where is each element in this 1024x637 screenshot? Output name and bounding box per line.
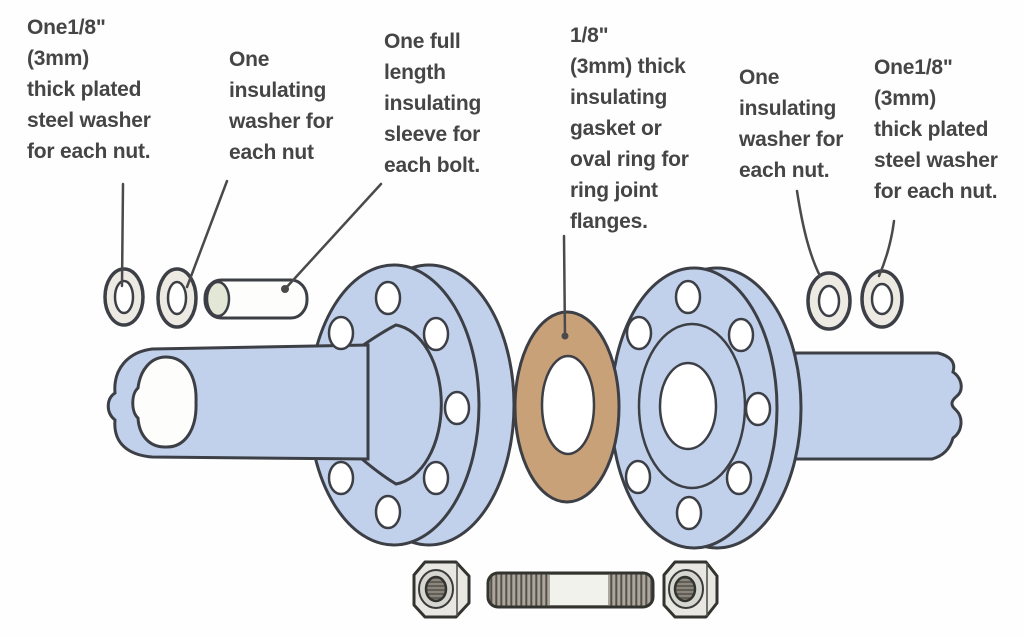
plated-steel-washer-right [860, 269, 904, 329]
hex-nut-left [412, 560, 471, 619]
left-flange-hub [360, 323, 443, 486]
stud-sections [488, 573, 653, 607]
right-pipe-body [793, 351, 963, 461]
gasket-bore [540, 354, 596, 456]
bolt-hole [625, 315, 653, 351]
washer-hole [166, 280, 188, 316]
bolt-hole [327, 460, 355, 496]
washer-hole [870, 282, 894, 316]
hex-nut-right [662, 560, 719, 619]
bolt-hole [374, 494, 402, 530]
insulating-washer-left [156, 267, 198, 329]
insulating-sleeve [203, 278, 309, 320]
right-flange-bolt-holes [624, 279, 772, 531]
left-flange-bolt-holes [327, 280, 471, 530]
stud-thread-left [488, 573, 550, 607]
insulating-washer-right [806, 271, 852, 331]
right-pipe [793, 351, 963, 461]
bolt-hole [422, 460, 450, 496]
label-insulating-washer-left: One insulating washer for each nut [229, 48, 334, 164]
bolt-hole [327, 315, 355, 351]
leader-gasket [562, 234, 567, 340]
label-steel-washer-left: One1/8" (3mm) thick plated steel washer … [27, 16, 151, 163]
leader-sleeve [283, 182, 383, 291]
bolt-hole [674, 279, 702, 315]
right-flange [609, 266, 803, 550]
plated-steel-washer-left [103, 267, 145, 327]
sleeve-opening [205, 280, 231, 318]
label-steel-washer-right: One1/8" (3mm) thick plated steel washer … [874, 56, 998, 203]
bolt-hole [744, 391, 772, 427]
insulating-gasket [513, 310, 621, 504]
stud-smooth-center [550, 575, 608, 605]
label-insulating-sleeve: One full length insulating sleeve for ea… [384, 30, 482, 177]
label-insulating-washer-right: One insulating washer for each nut. [739, 66, 844, 182]
leader-steel-washer-left [120, 182, 125, 288]
stud-thread-right [608, 573, 653, 607]
nut-threaded-hole [673, 575, 697, 603]
leader-insulating-washer-right [795, 189, 822, 278]
bolt-hole [624, 459, 652, 495]
leader-sleeve-dot [281, 285, 289, 293]
right-flange-bore [658, 361, 718, 451]
washer-hole [817, 284, 841, 318]
left-pipe-opening [131, 355, 198, 449]
nut-threaded-hole [424, 575, 448, 603]
bolt-hole [725, 460, 753, 496]
stud-bolt [486, 571, 655, 609]
washer-hole [113, 279, 135, 315]
leader-gasket-dot [561, 332, 569, 340]
bolt-hole [727, 317, 755, 353]
bolt-hole [374, 280, 402, 316]
label-insulating-gasket: 1/8" (3mm) thick insulating gasket or ov… [570, 24, 689, 233]
bolt-hole [422, 316, 450, 352]
bolt-hole [443, 390, 471, 426]
bolt-hole [675, 495, 703, 531]
leader-lines [120, 179, 896, 340]
leader-insulating-washer-left [185, 179, 229, 289]
stud-outline [486, 571, 655, 609]
leader-steel-washer-right [877, 219, 896, 278]
left-flange [106, 263, 516, 547]
